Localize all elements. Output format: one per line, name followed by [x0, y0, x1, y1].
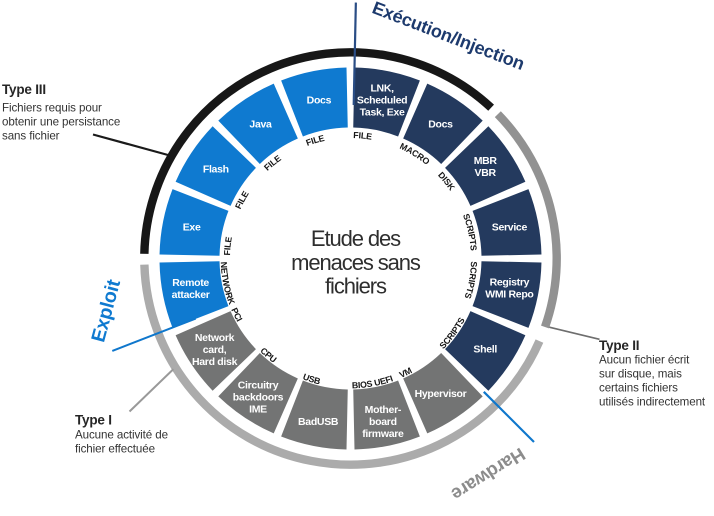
svg-text:BadUSB: BadUSB: [298, 416, 339, 428]
svg-text:fichier effectuée: fichier effectuée: [75, 443, 155, 456]
svg-text:Circuitry: Circuitry: [238, 380, 279, 392]
svg-text:Docs: Docs: [307, 94, 332, 106]
svg-text:Type I: Type I: [75, 413, 112, 428]
svg-text:menaces sans: menaces sans: [291, 250, 421, 275]
svg-text:LNK,: LNK,: [370, 82, 394, 94]
svg-text:Type III: Type III: [2, 82, 46, 97]
svg-text:Mother-: Mother-: [365, 404, 402, 416]
svg-text:MBR: MBR: [474, 155, 498, 167]
svg-text:FILE: FILE: [222, 236, 234, 256]
svg-text:Remote: Remote: [172, 277, 209, 289]
svg-text:certains fichiers: certains fichiers: [599, 382, 678, 395]
svg-text:Etude des: Etude des: [311, 226, 401, 251]
svg-text:backdoors: backdoors: [233, 392, 284, 404]
svg-text:Exe: Exe: [183, 222, 201, 234]
svg-text:Type II: Type II: [599, 338, 639, 353]
svg-text:Hypervisor: Hypervisor: [415, 388, 467, 400]
svg-text:Flash: Flash: [203, 163, 229, 175]
svg-text:sur disque, mais: sur disque, mais: [599, 368, 682, 381]
svg-text:Registry: Registry: [490, 277, 530, 289]
svg-text:Aucun fichier écrit: Aucun fichier écrit: [599, 354, 690, 367]
svg-text:IME: IME: [249, 404, 267, 416]
svg-text:Task, Exe: Task, Exe: [360, 106, 405, 118]
svg-text:utilisés indirectement: utilisés indirectement: [599, 396, 706, 409]
svg-text:Exploit: Exploit: [87, 277, 125, 345]
svg-text:Network: Network: [195, 332, 235, 344]
svg-text:fichiers: fichiers: [325, 274, 387, 299]
svg-text:FILE: FILE: [305, 133, 326, 148]
svg-text:board: board: [369, 416, 397, 428]
svg-text:card,: card,: [203, 344, 227, 356]
svg-text:obtenir une persistance: obtenir une persistance: [2, 116, 120, 129]
svg-text:Fichiers requis pour: Fichiers requis pour: [2, 102, 102, 115]
svg-text:Service: Service: [492, 222, 528, 234]
svg-text:attacker: attacker: [172, 289, 210, 301]
svg-text:WMI Repo: WMI Repo: [485, 289, 533, 301]
svg-text:VBR: VBR: [475, 167, 497, 179]
svg-text:Hard disk: Hard disk: [192, 356, 238, 368]
svg-text:Hardware: Hardware: [448, 444, 529, 506]
svg-text:Shell: Shell: [473, 343, 497, 355]
svg-text:Exécution/Injection: Exécution/Injection: [370, 0, 528, 74]
svg-text:FILE: FILE: [353, 130, 373, 142]
svg-text:Java: Java: [249, 119, 272, 131]
svg-text:Scheduled: Scheduled: [357, 94, 407, 106]
svg-text:sans fichier: sans fichier: [2, 130, 60, 143]
svg-text:Docs: Docs: [428, 119, 453, 131]
svg-text:firmware: firmware: [362, 428, 404, 440]
svg-text:Aucune activité de: Aucune activité de: [75, 429, 168, 442]
